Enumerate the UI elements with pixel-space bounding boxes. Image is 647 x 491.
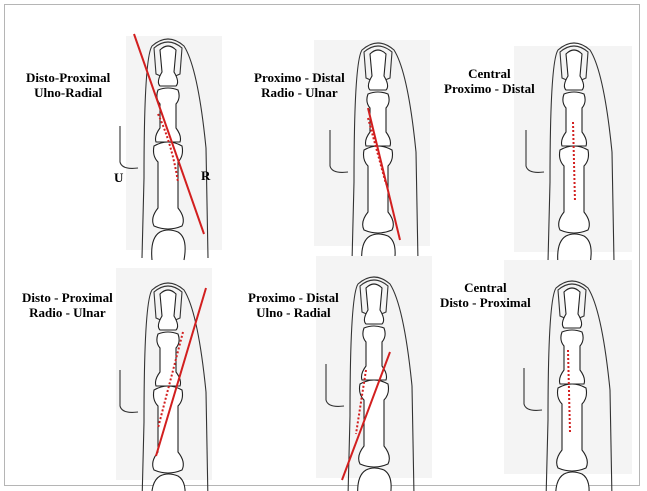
ulnar-side-label: U [114,170,123,186]
panel-1-label: Disto-Proximal Ulno-Radial [26,70,110,100]
panel-5-line1: Proximo - Distal [248,290,339,305]
panel-4-line2: Radio - Ulnar [22,305,113,320]
finger-illustration-1 [6,6,218,246]
distal-phalanx [158,46,177,86]
distal-phalanx [368,50,387,90]
panel-2-line1: Proximo - Distal [254,70,345,85]
panel-5-line2: Ulno - Radial [248,305,339,320]
panel-3-label: Central Proximo - Distal [444,66,535,96]
finger-illustration-5 [218,246,430,486]
distal-phalanx [562,288,581,328]
panel-3: Central Proximo - Distal [428,6,640,246]
panel-1: Disto-Proximal Ulno-Radial U R [6,6,218,246]
panel-2: Proximo - Distal Radio - Ulnar [218,6,430,246]
distal-phalanx [564,50,583,90]
distal-phalanx [158,290,177,330]
finger-illustration-4 [6,246,218,486]
panel-1-line1: Disto-Proximal [26,70,110,85]
panel-2-label: Proximo - Distal Radio - Ulnar [254,70,345,100]
panel-5: Proximo - Distal Ulno - Radial [218,246,430,486]
distal-phalanx [364,284,383,324]
panel-3-line2: Proximo - Distal [444,81,535,96]
panel-6-line1: Central [440,280,531,295]
panel-3-line1: Central [444,66,535,81]
panel-6: Central Disto - Proximal [428,246,640,486]
panel-6-label: Central Disto - Proximal [440,280,531,310]
panel-4-label: Disto - Proximal Radio - Ulnar [22,290,113,320]
panel-4-line1: Disto - Proximal [22,290,113,305]
panel-1-line2: Ulno-Radial [26,85,110,100]
radial-side-label: R [201,168,210,184]
metacarpal-head [556,472,589,491]
panel-4: Disto - Proximal Radio - Ulnar [6,246,218,486]
finger-illustration-3 [428,6,640,246]
panel-2-line2: Radio - Ulnar [254,85,345,100]
finger-illustration-2 [218,6,430,246]
panel-6-line2: Disto - Proximal [440,295,531,310]
panel-5-label: Proximo - Distal Ulno - Radial [248,290,339,320]
